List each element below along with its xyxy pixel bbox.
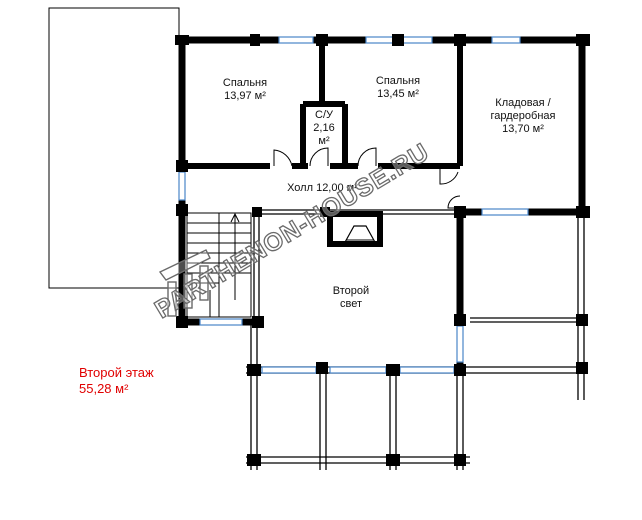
- room-name: Холл 12,00 м²: [287, 182, 358, 194]
- room-label-hall: Холл 12,00 м²: [270, 182, 375, 195]
- room-area: 13,97 м²: [224, 90, 266, 102]
- room-label-storage: Кладовая / гардеробная 13,70 м²: [478, 97, 568, 136]
- floor-name: Второй этаж: [79, 365, 154, 380]
- room-area-unit: м²: [318, 135, 330, 147]
- room-area: 13,70 м²: [502, 123, 544, 135]
- room-name: гардеробная: [490, 110, 556, 122]
- room-label-second-light: Второй свет: [326, 285, 376, 311]
- room-label-bedroom-right: Спальня 13,45 м²: [358, 75, 438, 101]
- interior-walls: [182, 40, 463, 169]
- room-area: 2,16: [313, 122, 335, 134]
- fireplace: [327, 211, 383, 247]
- log-posts: [175, 34, 590, 466]
- floor-area: 55,28 м²: [79, 381, 129, 396]
- room-name: Спальня: [375, 75, 421, 87]
- room-area: 13,45 м²: [377, 88, 419, 100]
- terrace-frame: [246, 218, 585, 470]
- room-name: С/У: [315, 109, 333, 121]
- room-label-bathroom: С/У 2,16 м²: [305, 109, 343, 148]
- roof-outline: [48, 7, 180, 289]
- doors: [273, 147, 461, 209]
- room-name: Второй: [332, 285, 370, 297]
- room-name: свет: [339, 298, 362, 310]
- room-name: Спальня: [222, 77, 268, 89]
- room-name: Кладовая /: [495, 97, 551, 109]
- watermark-logo: [158, 249, 211, 317]
- room-label-bedroom-left: Спальня 13,97 м²: [205, 77, 285, 103]
- floor-label: Второй этаж 55,28 м²: [79, 365, 154, 397]
